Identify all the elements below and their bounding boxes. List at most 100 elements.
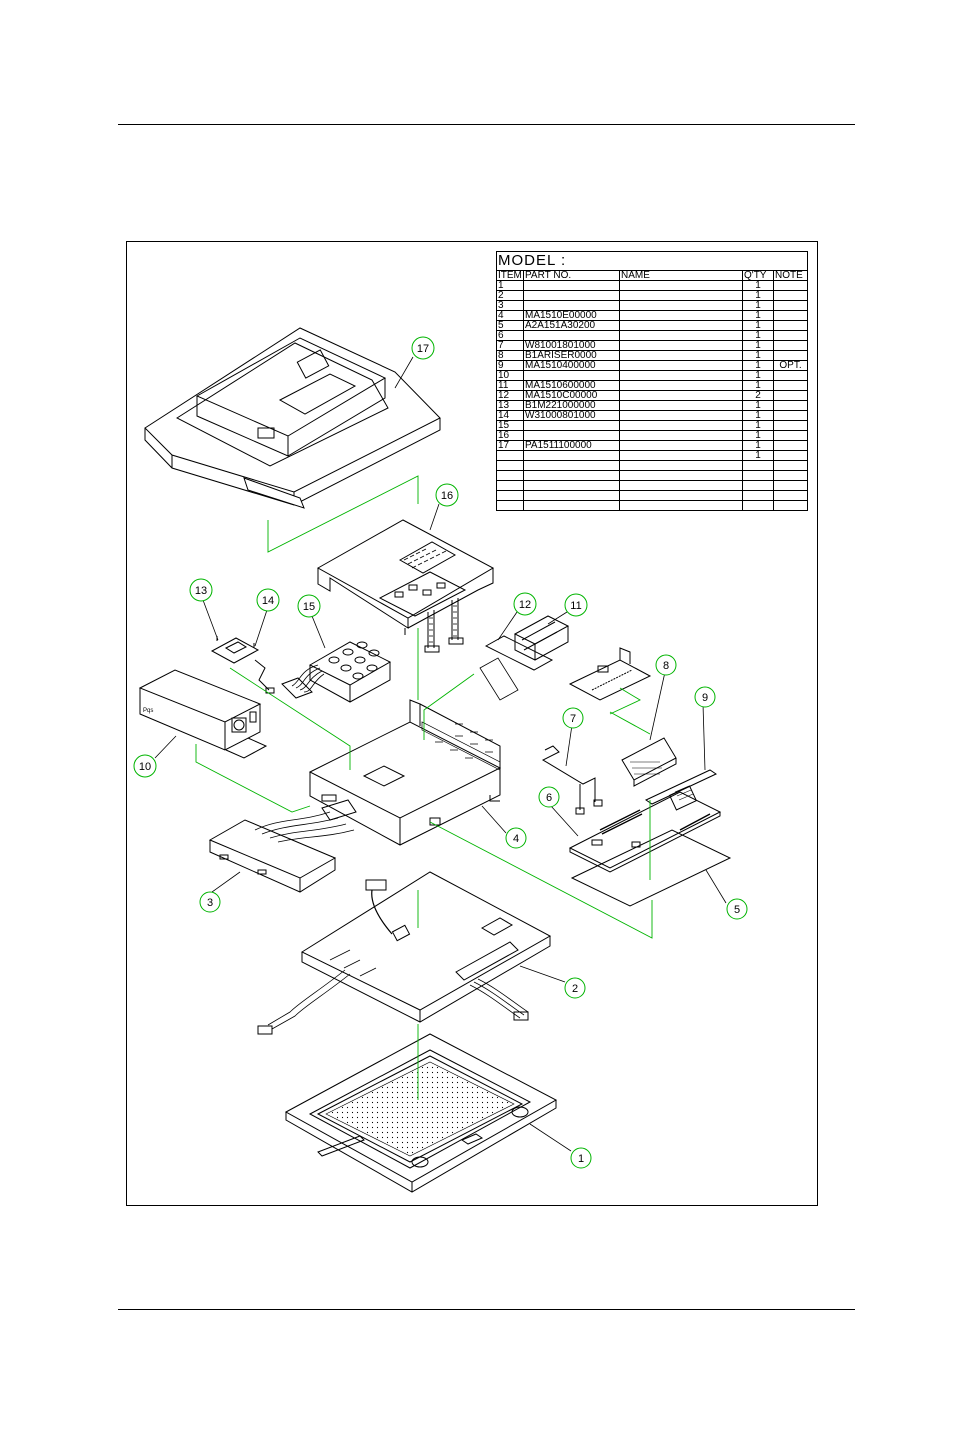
cell-name — [619, 310, 743, 321]
cell-item — [496, 490, 524, 501]
cell-name — [619, 290, 743, 301]
cell-note — [772, 370, 809, 381]
cell-item: 4 — [496, 310, 524, 321]
cell-part-no — [523, 450, 620, 461]
part-riser-board — [621, 737, 677, 787]
cell-item — [496, 470, 524, 481]
header-note: NOTE — [772, 270, 809, 281]
callout-4: 4 — [505, 827, 527, 849]
callout-14: 14 — [256, 588, 280, 612]
cell-note — [772, 290, 809, 301]
cell-name — [619, 370, 743, 381]
callout-17: 17 — [411, 336, 435, 360]
part-main-chassis — [308, 699, 502, 846]
cell-part-no: MA1510E00000 — [523, 310, 620, 321]
svg-text:10: 10 — [139, 761, 151, 773]
table-header-row: ITEM PART NO. NAME Q'TY NOTE — [496, 270, 809, 281]
svg-text:16: 16 — [441, 490, 453, 502]
cell-item: 17 — [496, 440, 524, 451]
cell-note — [772, 410, 809, 421]
cell-name — [619, 460, 743, 471]
cell-name — [619, 410, 743, 421]
cell-name — [619, 360, 743, 371]
cell-note — [772, 400, 809, 411]
cell-item: 6 — [496, 330, 524, 341]
svg-text:13: 13 — [195, 585, 207, 597]
table-row — [496, 470, 809, 481]
cell-part-no: MA1510C00000 — [523, 390, 620, 401]
cell-part-no — [523, 300, 620, 311]
cell-note — [772, 330, 809, 341]
svg-text:2: 2 — [572, 983, 578, 995]
part-cable — [254, 659, 275, 694]
cell-qty: 1 — [742, 310, 774, 321]
callout-7: 7 — [562, 707, 584, 729]
table-row — [496, 480, 809, 491]
cell-item — [496, 450, 524, 461]
cell-item: 10 — [496, 370, 524, 381]
svg-text:3: 3 — [207, 897, 213, 909]
part-lcd-panel — [257, 871, 552, 1035]
svg-text:Pqs: Pqs — [143, 708, 153, 714]
callout-9: 9 — [694, 686, 716, 708]
cell-part-no — [523, 470, 620, 481]
cell-name — [619, 500, 743, 511]
cell-item: 7 — [496, 340, 524, 351]
cell-part-no: MA1510400000 — [523, 360, 620, 371]
table-row — [496, 490, 809, 501]
cell-name — [619, 300, 743, 311]
cell-qty: 1 — [742, 420, 774, 431]
cell-item: 12 — [496, 390, 524, 401]
cell-name — [619, 280, 743, 291]
svg-text:15: 15 — [303, 601, 315, 613]
cell-qty — [742, 480, 774, 491]
part-module — [210, 636, 260, 664]
callouts: 1 2 3 4 5 6 7 8 9 10 11 12 13 14 15 16 1… — [133, 336, 748, 1169]
part-drive-assembly — [208, 799, 357, 893]
callout-15: 15 — [297, 594, 321, 618]
cell-name — [619, 440, 743, 451]
cell-qty — [742, 500, 774, 511]
cell-note — [772, 300, 809, 311]
cell-item — [496, 460, 524, 471]
header-rule — [118, 124, 855, 125]
svg-text:17: 17 — [417, 343, 429, 355]
cell-qty — [742, 460, 774, 471]
cell-name — [619, 420, 743, 431]
cell-name — [619, 490, 743, 501]
cell-item: 8 — [496, 350, 524, 361]
cell-note — [772, 350, 809, 361]
cell-qty: 1 — [742, 290, 774, 301]
callout-13: 13 — [189, 578, 213, 602]
cell-note — [772, 490, 809, 501]
part-front-bezel — [284, 1033, 558, 1193]
cell-part-no — [523, 290, 620, 301]
cell-item: 3 — [496, 300, 524, 311]
cell-name — [619, 480, 743, 491]
svg-text:5: 5 — [734, 904, 740, 916]
cell-item: 13 — [496, 400, 524, 411]
cell-note — [772, 310, 809, 321]
svg-text:12: 12 — [519, 599, 531, 611]
cell-part-no: MA1510600000 — [523, 380, 620, 391]
cell-part-no — [523, 420, 620, 431]
part-main-board — [568, 785, 722, 873]
cell-note — [772, 460, 809, 471]
svg-text:8: 8 — [663, 660, 669, 672]
svg-text:7: 7 — [570, 713, 576, 725]
cell-item: 11 — [496, 380, 524, 391]
callout-10: 10 — [133, 754, 157, 778]
cell-qty — [742, 490, 774, 501]
cell-part-no: B1M221000000 — [523, 400, 620, 411]
part-top-chassis — [316, 519, 495, 653]
